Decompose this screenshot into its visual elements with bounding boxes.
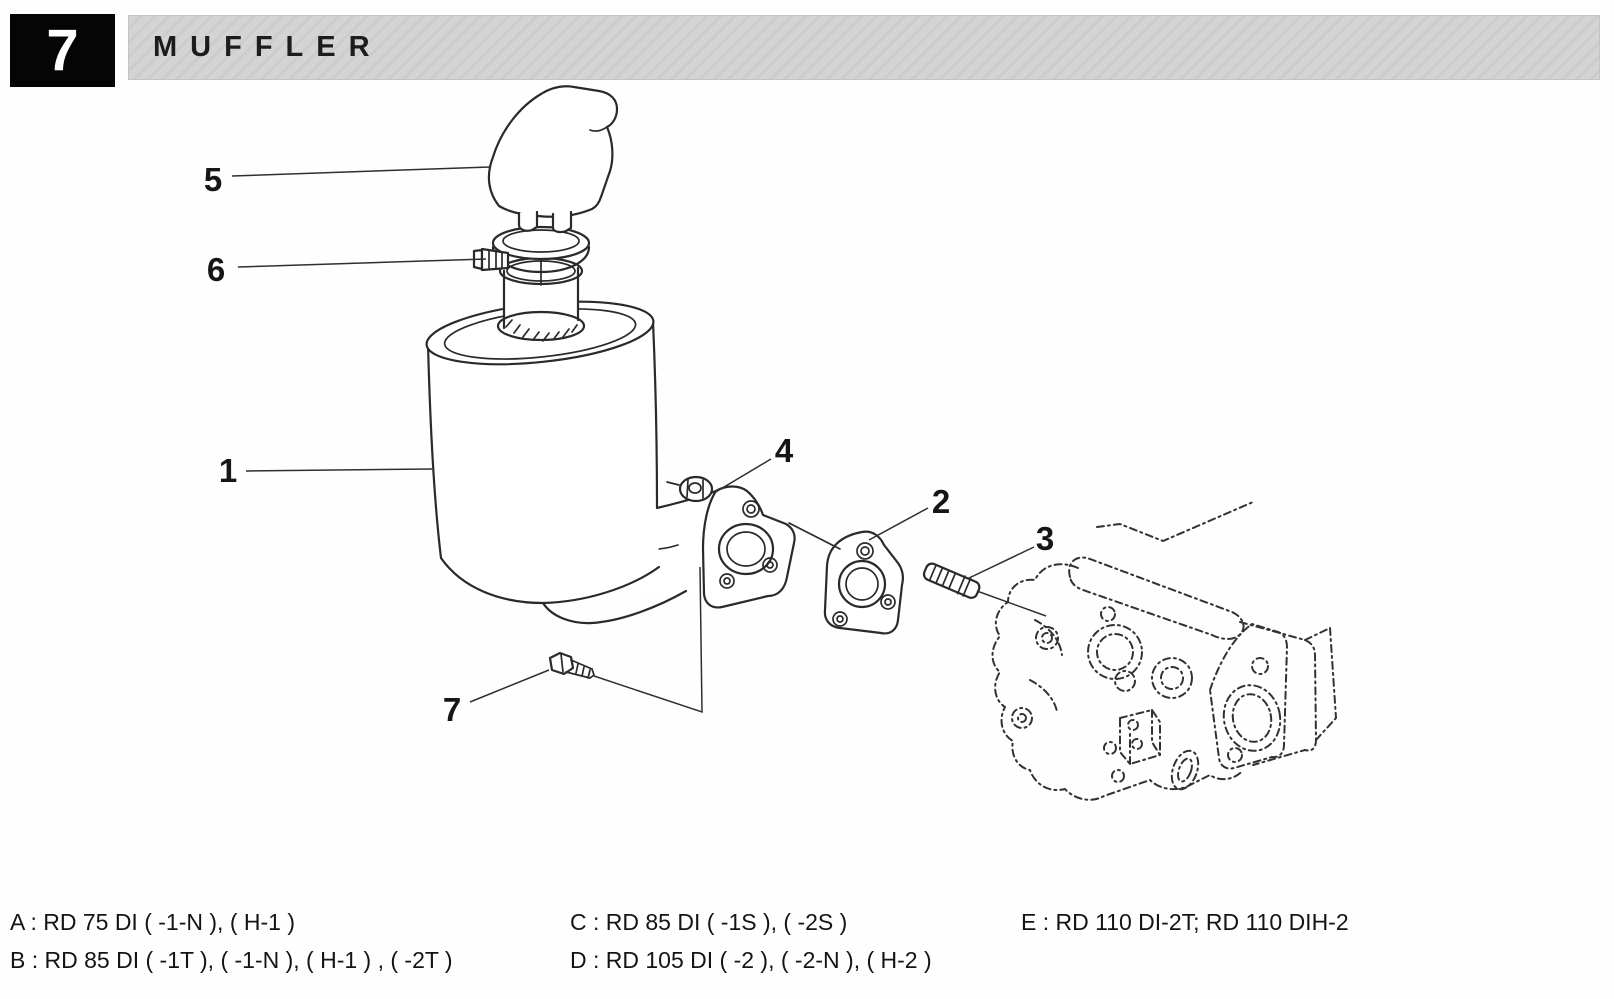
model-column-2: C : RD 85 DI ( -1S ), ( -2S ) D : RD 105…: [570, 903, 932, 979]
exhaust-gasket: [823, 530, 905, 635]
callout-5: 5: [204, 161, 222, 198]
exhaust-rain-cap: [487, 85, 619, 234]
callout-leader-lines: [231, 166, 1047, 714]
callout-2: 2: [932, 483, 950, 520]
callout-3: 3: [1036, 520, 1054, 557]
callout-7: 7: [443, 691, 461, 728]
page-title: MUFFLER: [153, 31, 383, 63]
model-entry-e: E : RD 110 DI-2T; RD 110 DIH-2: [1021, 909, 1349, 935]
callout-1: 1: [219, 452, 237, 489]
chapter-number-box: 7: [10, 14, 115, 87]
model-entry-b: B : RD 85 DI ( -1T ), ( -1-N ), ( H-1 ) …: [10, 947, 453, 973]
model-column-1: A : RD 75 DI ( -1-N ), ( H-1 ) B : RD 85…: [10, 903, 453, 979]
pipe-clamp: [472, 225, 591, 274]
model-column-3: E : RD 110 DI-2T; RD 110 DIH-2: [1021, 903, 1349, 941]
model-entry-d: D : RD 105 DI ( -2 ), ( -2-N ), ( H-2 ): [570, 947, 932, 973]
callout-6: 6: [207, 251, 225, 288]
chapter-number: 7: [46, 17, 79, 83]
exhaust-stud: [922, 562, 981, 599]
model-entry-a: A : RD 75 DI ( -1-N ), ( H-1 ): [10, 909, 295, 935]
callout-4: 4: [775, 432, 794, 469]
muffler-body: [425, 300, 688, 625]
model-entry-c: C : RD 85 DI ( -1S ), ( -2S ): [570, 909, 848, 935]
section-title-bar: MUFFLER: [128, 15, 1600, 80]
engine-cylinder-head-hidden-outline: [991, 501, 1337, 801]
callout-labels: 1 2 3 4 5 6 7: [204, 161, 1054, 728]
flange-nut: [666, 475, 714, 503]
bracket-bolt: [548, 651, 595, 679]
